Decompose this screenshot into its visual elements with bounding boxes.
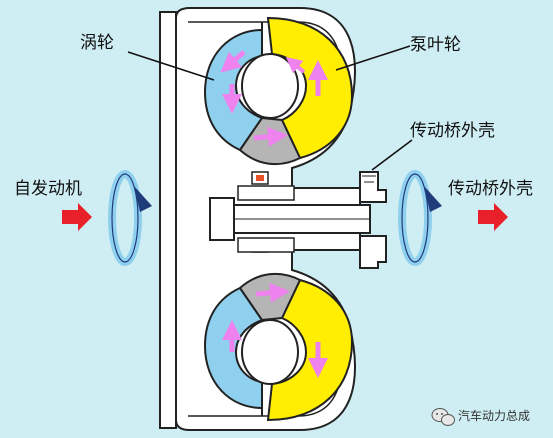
transaxle-housing xyxy=(359,171,387,203)
flow-arrow xyxy=(220,50,246,73)
flow-arrow xyxy=(255,282,290,303)
leader-line-housing xyxy=(371,139,413,171)
flow-arrow xyxy=(253,126,288,147)
flow-arrow xyxy=(285,56,306,74)
rotation-arrow-icon xyxy=(108,170,152,266)
hub xyxy=(237,185,295,201)
output-arrow xyxy=(478,203,508,231)
core-top xyxy=(241,53,299,119)
rotation-arrow-icon xyxy=(398,170,442,266)
wechat-icon xyxy=(431,408,455,426)
impeller-top xyxy=(266,16,354,160)
hub xyxy=(237,237,295,253)
label-drive-axle-housing-top: 传动桥外壳 xyxy=(410,121,495,141)
watermark-text: 汽车动力总成 xyxy=(458,408,530,423)
shaft-flange xyxy=(209,197,235,241)
core-bottom xyxy=(241,319,299,385)
leader-line-turbine xyxy=(127,51,215,81)
label-pump-impeller: 泵叶轮 xyxy=(410,35,461,55)
label-engine: 自发动机 xyxy=(14,179,82,199)
label-turbine: 涡轮 xyxy=(80,33,114,53)
input-arrow xyxy=(62,203,92,231)
transaxle-housing xyxy=(359,235,387,269)
leader-line-impeller xyxy=(335,45,411,71)
label-drive-axle-housing-right: 传动桥外壳 xyxy=(448,179,533,199)
impeller-bottom xyxy=(266,278,354,422)
